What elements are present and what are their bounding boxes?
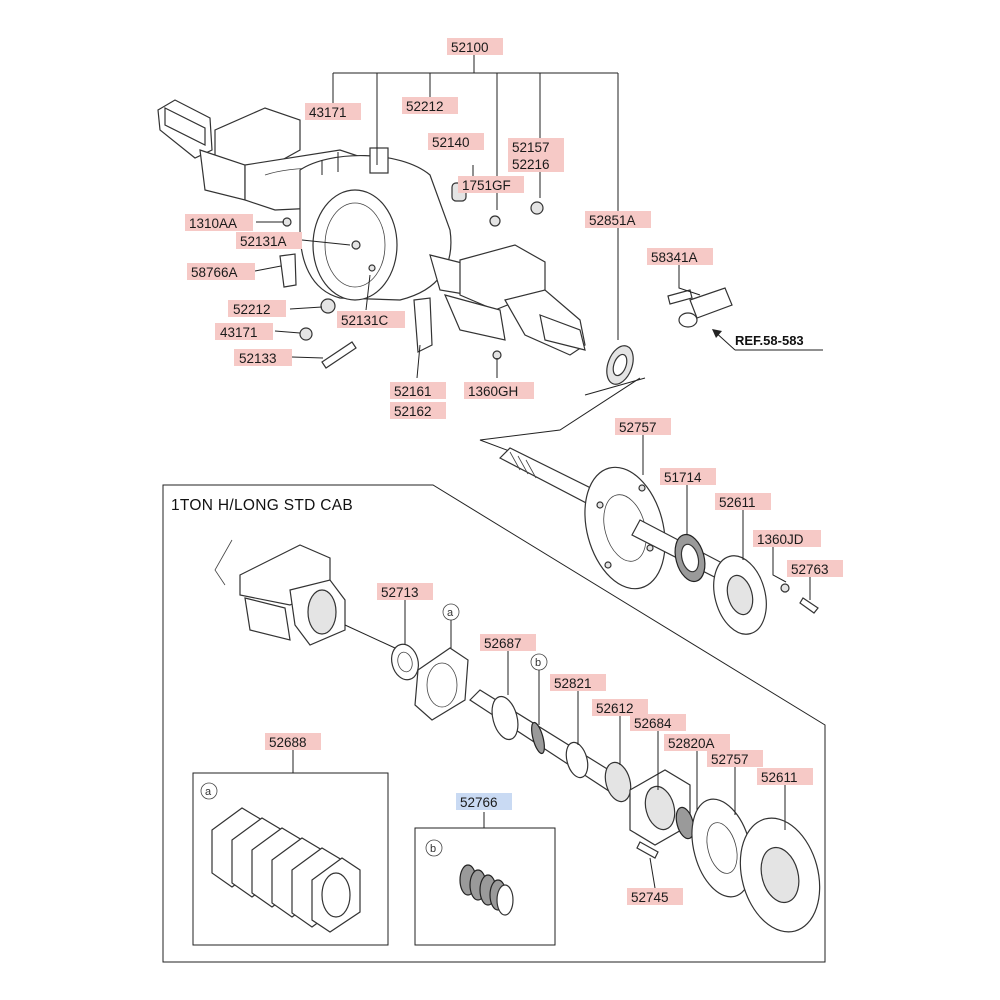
svg-text:52821: 52821 — [554, 676, 592, 691]
label-52157[interactable]: 52157 — [508, 138, 564, 155]
svg-text:52133: 52133 — [239, 351, 277, 366]
svg-text:52611: 52611 — [761, 770, 798, 785]
label-1310AA[interactable]: 1310AA — [185, 214, 253, 231]
svg-text:52684: 52684 — [634, 716, 672, 731]
svg-text:52766: 52766 — [460, 795, 498, 810]
svg-text:52713: 52713 — [381, 585, 419, 600]
svg-text:52161: 52161 — [394, 384, 432, 399]
label-52684[interactable]: 52684 — [630, 714, 686, 731]
label-1751GF[interactable]: 1751GF — [458, 176, 524, 193]
label-52212-mid[interactable]: 52212 — [228, 300, 286, 317]
label-52216[interactable]: 52216 — [508, 155, 564, 172]
svg-text:52612: 52612 — [596, 701, 634, 716]
svg-text:52140: 52140 — [432, 135, 470, 150]
label-52133[interactable]: 52133 — [234, 349, 292, 366]
gasket-stack — [211, 807, 361, 933]
svg-text:1751GF: 1751GF — [462, 178, 511, 193]
svg-text:52745: 52745 — [631, 890, 669, 905]
top-leader-lines — [254, 55, 823, 379]
assembly-link-line — [479, 377, 641, 456]
svg-text:52212: 52212 — [233, 302, 271, 317]
label-52212-top[interactable]: 52212 — [402, 97, 458, 114]
svg-text:52100: 52100 — [451, 40, 489, 55]
part-labels: 52100 43171 52212 52140 52157 52216 1751… — [185, 38, 843, 905]
svg-text:58766A: 58766A — [191, 265, 238, 280]
svg-text:52212: 52212 — [406, 99, 444, 114]
label-52820A[interactable]: 52820A — [664, 734, 730, 751]
svg-text:1360GH: 1360GH — [468, 384, 518, 399]
label-51714[interactable]: 51714 — [660, 468, 716, 485]
callout-a: a — [447, 607, 454, 619]
svg-text:52688: 52688 — [269, 735, 307, 750]
label-52766[interactable]: 52766 — [456, 793, 512, 810]
axle-shaft-drawing — [498, 447, 819, 635]
label-52611-bot[interactable]: 52611 — [757, 768, 813, 785]
label-52713[interactable]: 52713 — [377, 583, 433, 600]
svg-text:52157: 52157 — [512, 140, 550, 155]
label-52757-bot[interactable]: 52757 — [707, 750, 763, 767]
svg-text:52131C: 52131C — [341, 313, 389, 328]
svg-text:52757: 52757 — [619, 420, 657, 435]
svg-text:1360JD: 1360JD — [757, 532, 804, 547]
label-52131A[interactable]: 52131A — [236, 232, 302, 249]
label-52757-top[interactable]: 52757 — [615, 418, 671, 435]
bottom-leader-lines — [292, 600, 786, 889]
svg-text:52687: 52687 — [484, 636, 522, 651]
callout-b: b — [535, 657, 541, 669]
variant-title: 1TON H/LONG STD CAB — [171, 497, 353, 514]
label-52821[interactable]: 52821 — [550, 674, 606, 691]
gasket-kit-box: a — [192, 772, 389, 946]
label-1360JD[interactable]: 1360JD — [753, 530, 821, 547]
label-43171-top[interactable]: 43171 — [305, 103, 361, 120]
callout-a-kit: a — [205, 786, 212, 798]
label-52100[interactable]: 52100 — [447, 38, 503, 55]
svg-text:52820A: 52820A — [668, 736, 715, 751]
svg-text:58341A: 58341A — [651, 250, 698, 265]
label-52851A[interactable]: 52851A — [585, 211, 651, 228]
label-58766A[interactable]: 58766A — [187, 263, 255, 280]
label-52763[interactable]: 52763 — [787, 560, 843, 577]
label-58341A[interactable]: 58341A — [647, 248, 713, 265]
label-52687[interactable]: 52687 — [480, 634, 536, 651]
callout-b-box: b — [430, 843, 436, 855]
label-52745[interactable]: 52745 — [627, 888, 683, 905]
svg-text:1310AA: 1310AA — [189, 216, 237, 231]
svg-text:52162: 52162 — [394, 404, 432, 419]
svg-text:43171: 43171 — [220, 325, 258, 340]
svg-text:52851A: 52851A — [589, 213, 636, 228]
ref-label: REF.58-583 — [735, 333, 804, 348]
label-52140[interactable]: 52140 — [428, 133, 484, 150]
variant-drawing: a b — [214, 539, 821, 933]
label-52161[interactable]: 52161 — [390, 382, 446, 399]
spring-box: b — [414, 827, 556, 946]
label-52688[interactable]: 52688 — [265, 733, 321, 750]
middle-leader-lines — [642, 435, 811, 600]
label-1360GH[interactable]: 1360GH — [464, 382, 534, 399]
label-52162[interactable]: 52162 — [390, 402, 446, 419]
svg-text:43171: 43171 — [309, 105, 347, 120]
svg-text:52216: 52216 — [512, 157, 550, 172]
label-52612[interactable]: 52612 — [592, 699, 648, 716]
spring-coil — [459, 864, 514, 916]
svg-text:52757: 52757 — [711, 752, 749, 767]
variant-frame: 1TON H/LONG STD CAB — [162, 484, 826, 963]
label-43171-mid[interactable]: 43171 — [215, 323, 273, 340]
svg-text:52611: 52611 — [719, 495, 756, 510]
label-52611-top[interactable]: 52611 — [715, 493, 771, 510]
label-52131C[interactable]: 52131C — [337, 311, 405, 328]
svg-text:52763: 52763 — [791, 562, 829, 577]
axle-housing-drawing — [157, 99, 733, 385]
svg-text:52131A: 52131A — [240, 234, 287, 249]
svg-text:51714: 51714 — [664, 470, 702, 485]
